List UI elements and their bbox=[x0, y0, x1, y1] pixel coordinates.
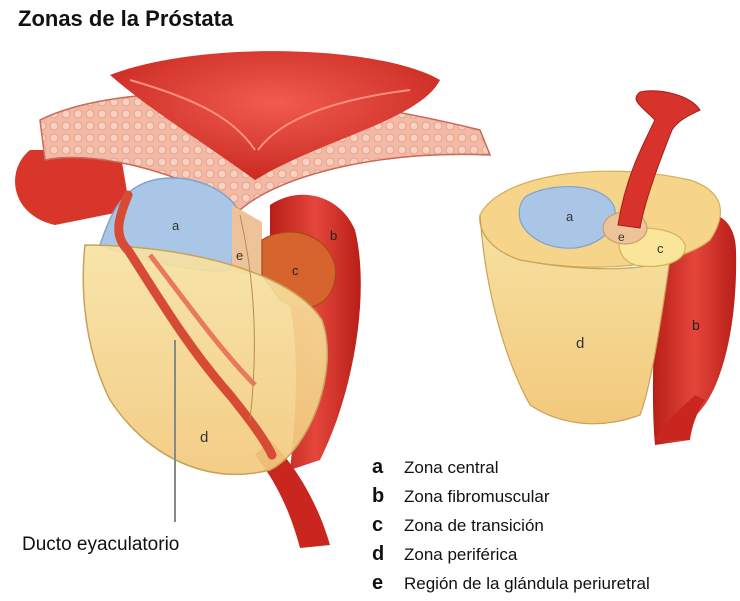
label-a-left: a bbox=[172, 218, 180, 233]
zone-e-left bbox=[232, 205, 262, 275]
label-c-left: c bbox=[292, 263, 299, 278]
legend-letter: c bbox=[372, 514, 404, 537]
legend-letter: b bbox=[372, 485, 404, 508]
legend: a Zona central b Zona fibromuscular c Zo… bbox=[372, 456, 650, 601]
legend-text: Zona de transición bbox=[404, 516, 544, 536]
label-d-left: d bbox=[200, 429, 208, 446]
legend-item: d Zona periférica bbox=[372, 543, 650, 572]
legend-text: Zona periférica bbox=[404, 545, 517, 565]
legend-item: b Zona fibromuscular bbox=[372, 485, 650, 514]
legend-text: Zona central bbox=[404, 458, 499, 478]
label-e-right: e bbox=[618, 230, 625, 244]
legend-letter: a bbox=[372, 456, 404, 479]
ejaculatory-duct-label: Ducto eyaculatorio bbox=[22, 534, 179, 556]
right-prostate-view: a b c d e bbox=[480, 91, 736, 445]
label-b-right: b bbox=[692, 317, 700, 333]
label-b-left: b bbox=[330, 228, 337, 243]
legend-letter: e bbox=[372, 572, 404, 595]
legend-text: Región de la glándula periuretral bbox=[404, 574, 650, 594]
legend-item: e Región de la glándula periuretral bbox=[372, 572, 650, 601]
legend-item: c Zona de transición bbox=[372, 514, 650, 543]
label-a-right: a bbox=[566, 209, 574, 224]
legend-letter: d bbox=[372, 543, 404, 566]
legend-item: a Zona central bbox=[372, 456, 650, 485]
label-e-left: e bbox=[236, 248, 243, 263]
label-d-right: d bbox=[576, 335, 584, 352]
legend-text: Zona fibromuscular bbox=[404, 487, 550, 507]
label-c-right: c bbox=[657, 241, 664, 256]
